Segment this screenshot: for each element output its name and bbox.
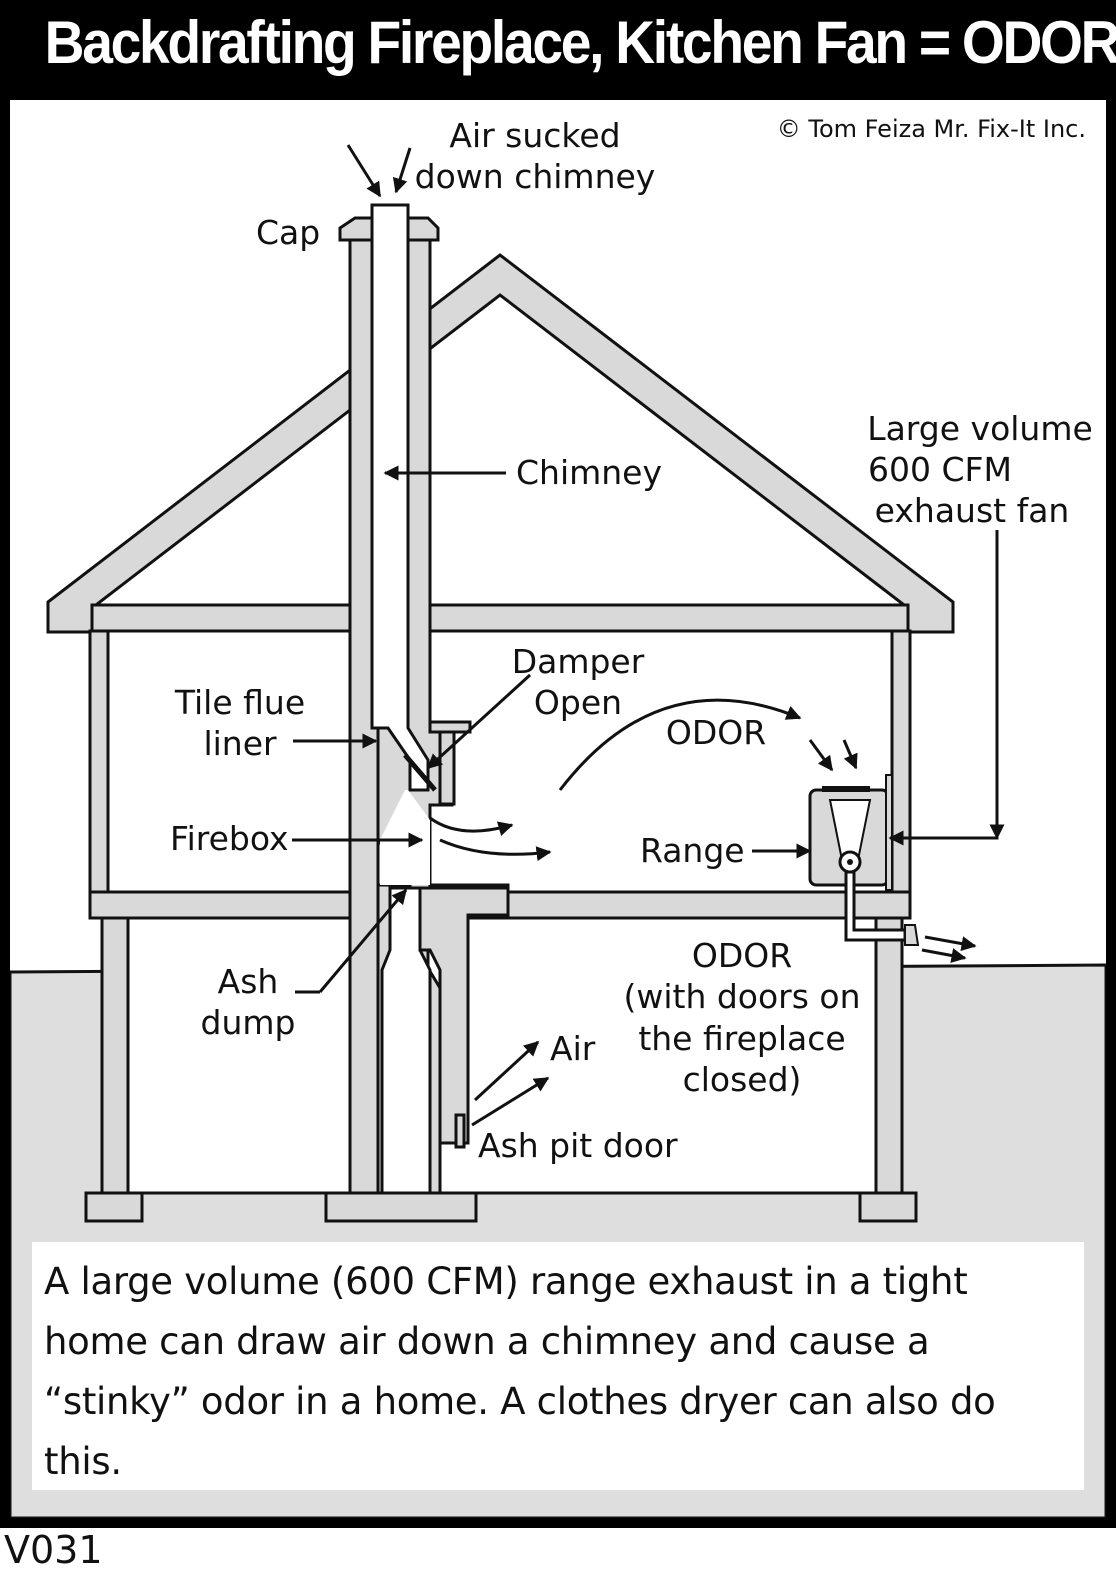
ash-pit-door-shape bbox=[454, 1113, 466, 1149]
illustration-frame: Backdrafting Fireplace, Kitchen Fan = OD… bbox=[0, 0, 1116, 1528]
left-wall-basement bbox=[100, 916, 130, 1195]
air-label: Air bbox=[550, 1029, 596, 1068]
roof bbox=[46, 253, 955, 634]
basement-interior bbox=[128, 918, 876, 1193]
chimney-label: Chimney bbox=[516, 453, 662, 492]
left-footing bbox=[84, 1191, 144, 1223]
damper-label-2: Open bbox=[534, 683, 622, 722]
large-volume-label-1: Large volume bbox=[867, 409, 1093, 448]
figure-code: V031 bbox=[4, 1528, 103, 1572]
left-wall-upper bbox=[88, 629, 110, 895]
right-wall-basement bbox=[874, 916, 904, 1195]
page-title: Backdrafting Fireplace, Kitchen Fan = OD… bbox=[44, 9, 1116, 76]
air-sucked-label-2: down chimney bbox=[415, 157, 656, 196]
large-volume-label-3: exhaust fan bbox=[875, 491, 1070, 530]
ash-pit-door-label: Ash pit door bbox=[478, 1126, 678, 1165]
copyright-label: © Tom Feiza Mr. Fix-It Inc. bbox=[777, 115, 1086, 143]
odor-bottom-label-4: closed) bbox=[683, 1060, 802, 1099]
flue-liner bbox=[370, 203, 430, 792]
ceiling bbox=[90, 603, 910, 633]
hearth bbox=[418, 886, 510, 1145]
cap-label: Cap bbox=[256, 213, 320, 252]
range-label: Range bbox=[640, 831, 745, 870]
damper-open bbox=[403, 753, 437, 792]
right-wall-upper bbox=[890, 629, 912, 895]
air-sucked-label-1: Air sucked bbox=[449, 116, 620, 155]
house-cross-section: © Tom Feiza Mr. Fix-It Inc. Air sucked d… bbox=[10, 100, 1106, 1518]
ash-dump-label-1: Ash bbox=[218, 962, 279, 1001]
tile-flue-label-1: Tile flue bbox=[174, 683, 305, 722]
caption-box: A large volume (600 CFM) range exhaust i… bbox=[32, 1242, 1084, 1490]
title-bar: Backdrafting Fireplace, Kitchen Fan = OD… bbox=[0, 0, 1116, 100]
large-volume-label-2: 600 CFM bbox=[868, 450, 1012, 489]
caption-text: A large volume (600 CFM) range exhaust i… bbox=[44, 1260, 996, 1483]
damper-label-1: Damper bbox=[512, 642, 645, 681]
odor-top-label: ODOR bbox=[666, 713, 766, 752]
tile-flue-label-2: liner bbox=[203, 724, 277, 763]
odor-bottom-label-3: the fireplace bbox=[638, 1019, 845, 1058]
ash-dump-label-2: dump bbox=[201, 1003, 296, 1042]
firebox-opening bbox=[380, 790, 430, 885]
damper-plate bbox=[438, 730, 456, 806]
odor-bottom-label-2: (with doors on bbox=[623, 977, 860, 1016]
center-footing bbox=[324, 1191, 478, 1223]
firebox-label: Firebox bbox=[170, 819, 289, 858]
right-footing bbox=[858, 1191, 918, 1223]
odor-bottom-label-1: ODOR bbox=[692, 936, 792, 975]
